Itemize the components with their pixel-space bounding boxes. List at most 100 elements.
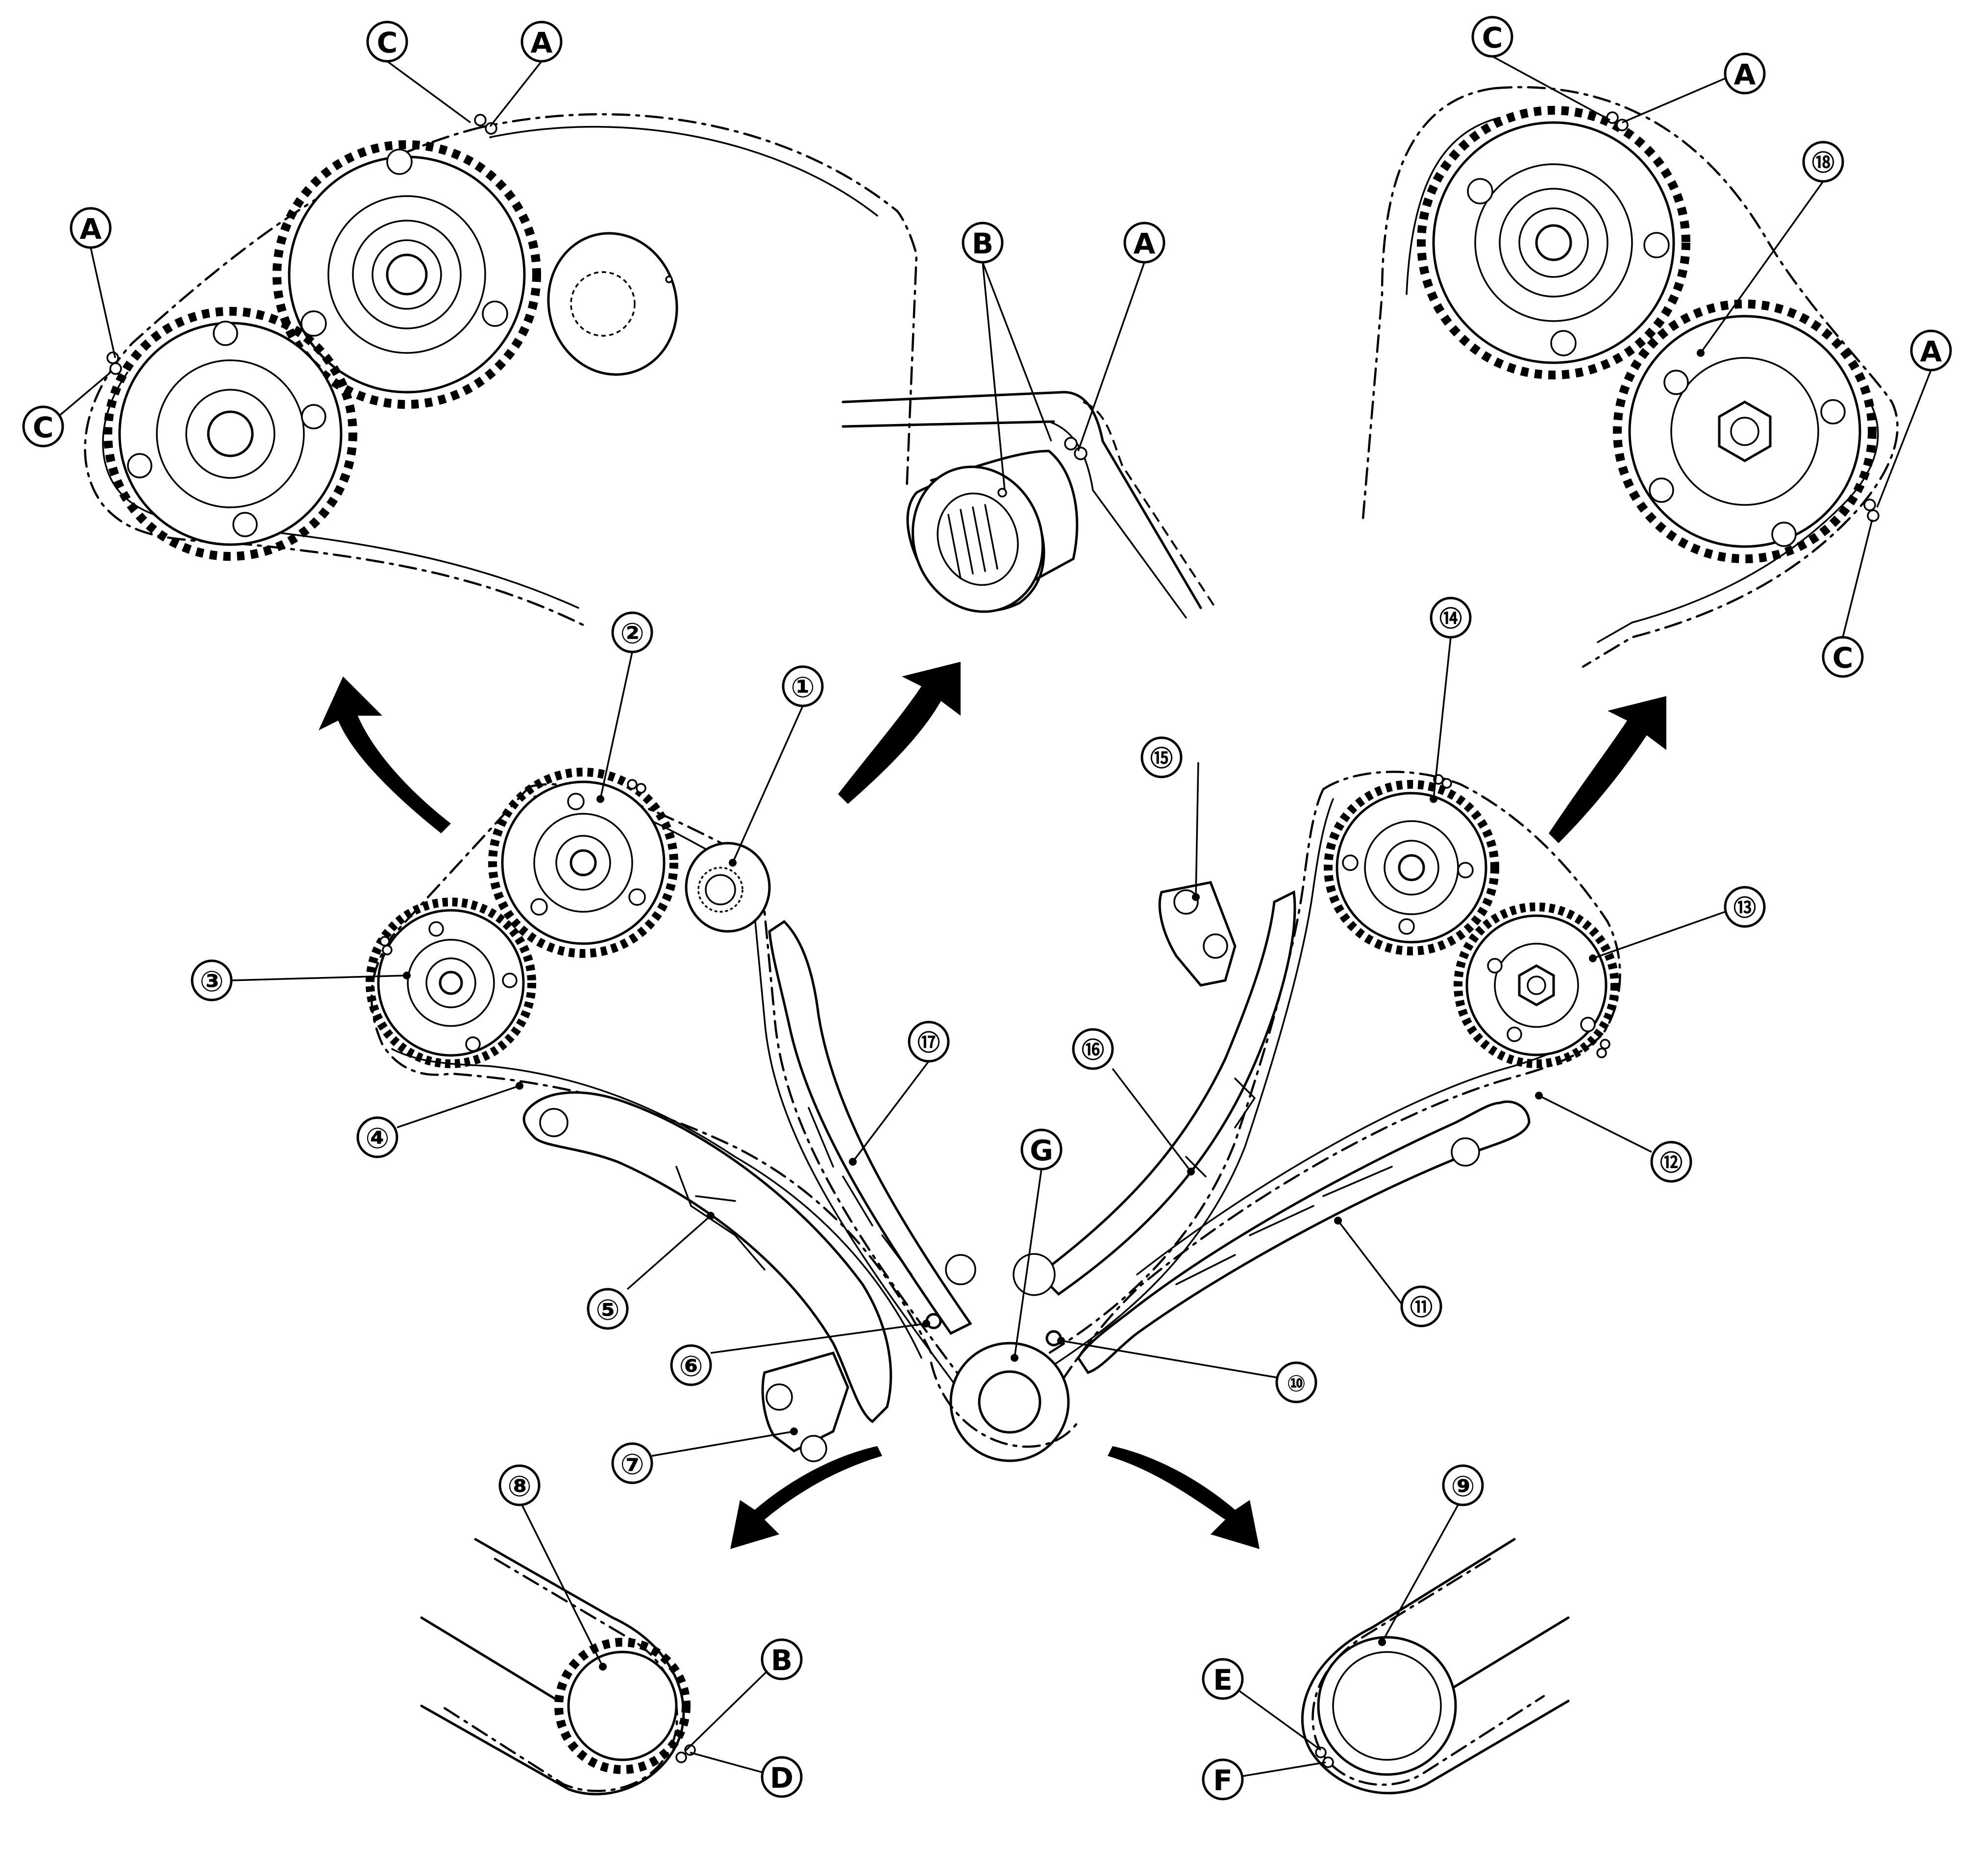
detail-top-right [1361, 86, 1899, 668]
right-chain-outer [1023, 771, 1621, 1423]
right-tensioner-bolt-1 [1173, 889, 1199, 915]
left-tension-guide-pivot [945, 1254, 976, 1285]
detail-bottom-left [420, 1538, 696, 1796]
right-tension-guide-pivot [1013, 1253, 1056, 1296]
callout-8: ⑧ [498, 1464, 541, 1506]
svg-text:⑯: ⑯ [1082, 1037, 1104, 1063]
left-chain-inner [391, 793, 962, 1393]
callout-9: ⑨ [1442, 1464, 1484, 1506]
svg-text:⑭: ⑭ [1439, 605, 1462, 632]
callout-B-bottom-left: B [761, 1638, 803, 1680]
callout-G: G [1020, 1128, 1063, 1171]
right-chain-inner [1033, 798, 1594, 1378]
svg-text:C: C [377, 26, 398, 59]
callout-E: E [1202, 1658, 1244, 1700]
svg-text:⑱: ⑱ [1812, 150, 1834, 176]
callout-16: ⑯ [1072, 1028, 1114, 1070]
callout-C-top-left-1: C [366, 21, 408, 63]
left-tensioner [761, 1351, 849, 1452]
callout-12: ⑫ [1650, 1141, 1692, 1183]
left-tensioner-bolt-1 [766, 1383, 793, 1411]
crank-chain-wrap [930, 1361, 1080, 1448]
crank-sprocket-inner [978, 1370, 1041, 1434]
svg-text:③: ③ [199, 965, 223, 998]
leader-lines [46, 55, 1932, 1780]
callout-14: ⑭ [1430, 597, 1472, 639]
svg-text:A: A [531, 26, 553, 59]
right-tension-guide-web [1185, 1077, 1256, 1177]
left-tensioner-bolt-2 [800, 1435, 827, 1462]
right-exhaust-sprocket [1324, 780, 1499, 955]
callout-D: D [761, 1756, 803, 1798]
svg-text:A: A [1134, 227, 1156, 260]
svg-text:⑧: ⑧ [507, 1470, 531, 1503]
left-slack-guide-pivot [539, 1108, 569, 1137]
svg-text:⑤: ⑤ [595, 1293, 619, 1326]
right-slack-guide [1076, 1100, 1531, 1374]
arrow-top-center [838, 662, 961, 804]
callout-17: ⑰ [908, 1021, 950, 1063]
callout-15: ⑮ [1140, 736, 1183, 778]
idler-sprocket [685, 842, 771, 933]
arrow-top-right [1549, 696, 1666, 843]
svg-text:A: A [1734, 58, 1756, 91]
left-slack-guide-web [675, 1166, 766, 1271]
svg-text:⑮: ⑮ [1150, 745, 1173, 772]
svg-text:⑥: ⑥ [679, 1350, 703, 1383]
callout-A-top-left-1: A [520, 21, 563, 63]
callout-4: ④ [356, 1116, 398, 1158]
svg-text:F: F [1213, 1764, 1233, 1797]
svg-text:C: C [1482, 21, 1503, 54]
callout-C-top-right-1: C [1471, 16, 1513, 58]
callout-6: ⑥ [670, 1344, 712, 1386]
left-tension-guide [768, 920, 972, 1335]
svg-text:C: C [1832, 641, 1854, 675]
svg-text:C: C [33, 411, 54, 444]
detail-top-center [842, 391, 1216, 619]
svg-text:⑬: ⑬ [1733, 895, 1756, 921]
svg-text:G: G [1030, 1134, 1053, 1167]
right-tensioner-bolt-2 [1203, 933, 1228, 959]
callout-B-top-center: B [962, 222, 1004, 264]
callout-A-top-right-2: A [1910, 329, 1952, 372]
left-intake-sprocket [366, 898, 536, 1068]
detail-bottom-right [1301, 1538, 1570, 1795]
callout-18: ⑱ [1802, 141, 1844, 183]
callout-F: F [1202, 1758, 1244, 1801]
callout-A-top-right-1: A [1724, 52, 1766, 95]
callout-11: ⑪ [1400, 1285, 1442, 1327]
callout-1: ① [782, 665, 824, 707]
left-tension-guide-slots [808, 1107, 913, 1276]
callout-C-top-right-2: C [1822, 636, 1864, 678]
svg-text:B: B [771, 1644, 792, 1677]
arrow-bottom-left [730, 1446, 882, 1549]
svg-text:⑩: ⑩ [1287, 1370, 1306, 1397]
callout-10: ⑩ [1275, 1361, 1317, 1403]
callout-C-top-left-2: C [22, 405, 64, 448]
svg-text:⑰: ⑰ [917, 1029, 940, 1056]
direction-arrows [319, 662, 1666, 1549]
svg-text:⑪: ⑪ [1410, 1294, 1433, 1321]
svg-text:A: A [80, 212, 102, 246]
svg-text:⑦: ⑦ [620, 1448, 644, 1481]
svg-text:②: ② [620, 617, 644, 650]
callout-A-top-left-2: A [70, 207, 112, 249]
callout-3: ③ [191, 959, 233, 1001]
left-exhaust-sprocket [488, 768, 678, 958]
svg-text:E: E [1213, 1663, 1233, 1697]
svg-text:D: D [770, 1761, 793, 1795]
right-slack-guide-slots [1175, 1166, 1393, 1285]
svg-text:④: ④ [365, 1122, 389, 1155]
main-assembly [366, 768, 1621, 1462]
callout-7: ⑦ [611, 1442, 653, 1484]
callout-2: ② [611, 611, 653, 653]
detail-top-left [84, 113, 918, 629]
right-slack-guide-pivot [1451, 1137, 1480, 1167]
right-tension-guide [1037, 890, 1296, 1296]
svg-text:⑨: ⑨ [1451, 1470, 1475, 1503]
callout-13: ⑬ [1724, 886, 1766, 928]
svg-text:B: B [972, 227, 993, 260]
svg-text:①: ① [791, 671, 815, 704]
svg-text:A: A [1920, 335, 1942, 368]
